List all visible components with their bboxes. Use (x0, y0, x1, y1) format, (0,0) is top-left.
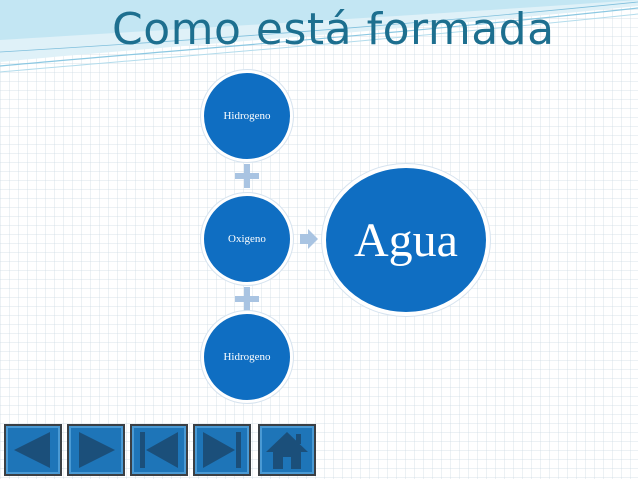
hydrogen-circle-top: Hidrogeno (201, 70, 293, 162)
plus-icon (235, 287, 259, 311)
previous-icon (14, 432, 50, 468)
next-button[interactable] (67, 424, 125, 476)
slide-title: Como está formada (112, 4, 555, 55)
hydrogen-label-top: Hidrogeno (223, 110, 271, 122)
plus-icon (235, 164, 259, 188)
water-result-circle: Agua (322, 164, 490, 316)
oxygen-label: Oxigeno (228, 233, 266, 245)
home-icon (266, 432, 308, 469)
hydrogen-label-bottom: Hidrogeno (223, 351, 271, 363)
next-icon (79, 432, 115, 468)
home-button[interactable] (258, 424, 316, 476)
arrow-right-icon (300, 229, 318, 249)
water-label: Agua (354, 213, 458, 267)
previous-button[interactable] (4, 424, 62, 476)
first-slide-icon (140, 432, 178, 468)
header-swoosh-decoration (0, 0, 638, 73)
last-slide-button[interactable] (193, 424, 251, 476)
oxygen-circle: Oxigeno (201, 193, 293, 285)
last-slide-icon (203, 432, 241, 468)
first-slide-button[interactable] (130, 424, 188, 476)
navigation-bar (4, 424, 329, 476)
hydrogen-circle-bottom: Hidrogeno (201, 311, 293, 403)
